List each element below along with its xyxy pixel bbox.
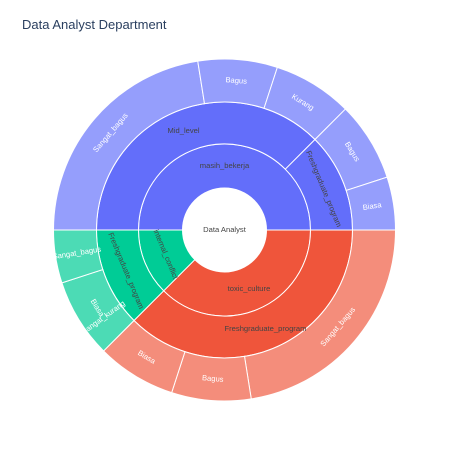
data-analyst-toxic-culture-label: toxic_culture <box>228 284 271 293</box>
data-analyst-masih-bekerja-label: masih_bekerja <box>200 161 250 170</box>
data-analyst-toxic-culture-freshgraduate-program-label: Freshgraduate_program <box>225 324 307 333</box>
data-analyst-masih-bekerja-mid-level-bagus-label: Bagus <box>225 75 247 86</box>
data-analyst-masih-bekerja-mid-level-label: Mid_level <box>168 126 200 135</box>
data-analyst-masih-bekerja-freshgraduate-program-biasa-label: Biasa <box>362 200 383 212</box>
data-analyst-toxic-culture-freshgraduate-program-bagus-label: Bagus <box>202 373 224 384</box>
root-label: Data Analyst <box>203 225 247 234</box>
data-analyst-internal-conflict-freshgraduate-program-sangat-bagus-segment <box>52 229 104 284</box>
segments-layer <box>52 58 397 402</box>
chart-title: Data Analyst Department <box>22 17 167 32</box>
